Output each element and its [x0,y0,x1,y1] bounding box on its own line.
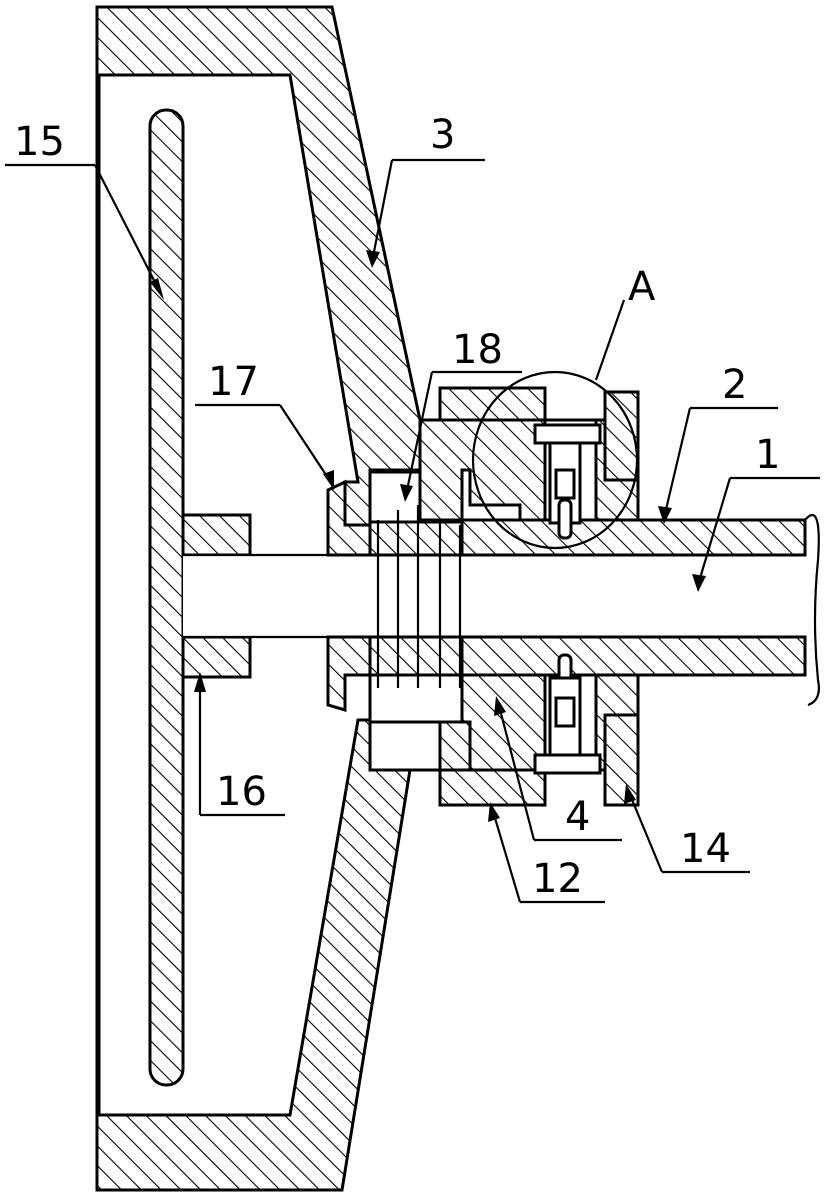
hub-bottom [181,635,252,679]
label-hub: 16 [216,769,267,815]
label-detail: A [628,264,656,310]
label-shaft: 1 [755,432,780,478]
shaft-break-line [804,513,820,707]
bearing-upper [533,423,602,540]
label-left-ring: 12 [532,856,583,902]
flange-lower [326,635,372,713]
label-flange: 17 [208,359,259,405]
label-sleeve: 2 [722,362,747,408]
label-housing: 3 [430,112,455,158]
shaft-bore [183,555,805,637]
label-wires: 18 [452,327,503,373]
housing-left-wall [95,73,101,1117]
detail-circle-a [471,370,639,550]
ring-14-upper [603,390,640,482]
wire-chamber-bottom [368,673,464,724]
wire-zone-bottom [368,635,464,677]
sleeve-bottom-wall [460,635,807,677]
leaders [5,158,820,904]
label-right-ring: 14 [680,826,731,872]
hub-top [181,513,252,557]
bearing-lower [533,653,602,775]
bearing-seat-upper [418,418,547,522]
blade [148,108,185,1087]
sleeve-top-wall [460,518,807,557]
wire-zone-top [368,520,464,557]
label-blade: 15 [14,119,65,165]
wires [376,505,462,688]
ring-12-lower [438,768,547,807]
label-bearing-seat: 4 [565,794,590,840]
ring-14-lower [603,713,640,807]
